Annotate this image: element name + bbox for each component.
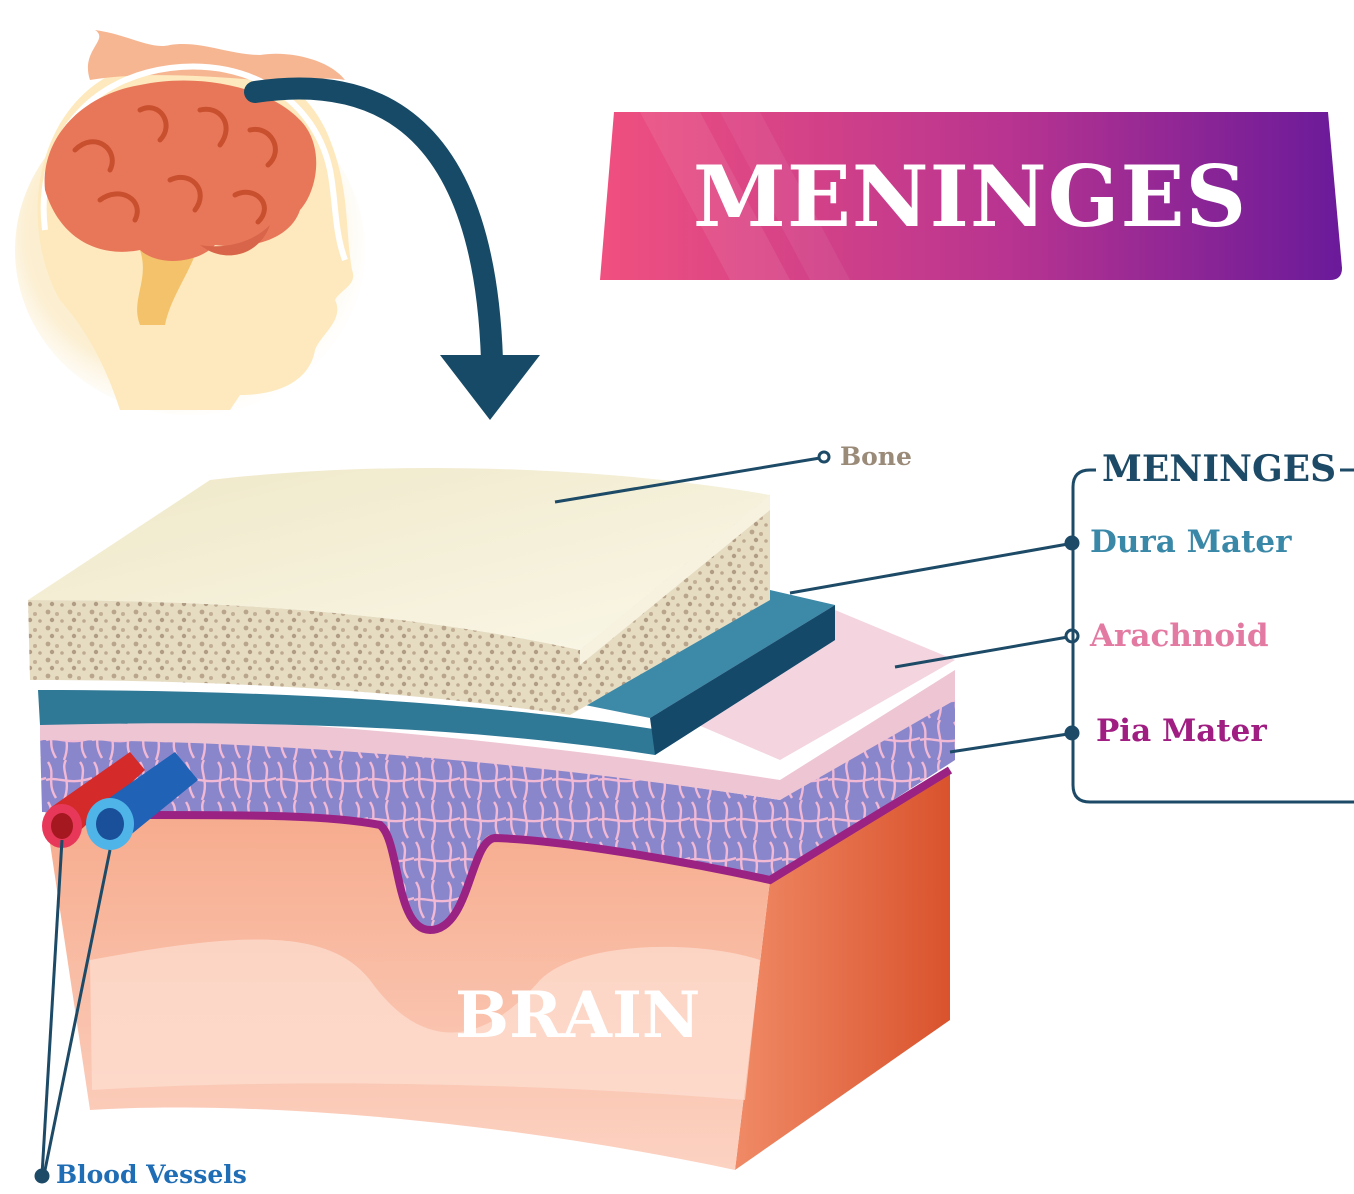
page-title: MENINGES	[600, 112, 1340, 280]
pia-mater-label: Pia Mater	[1096, 713, 1267, 749]
bone-label: Bone	[840, 442, 912, 471]
meninges-group-label: MENINGES	[1102, 448, 1336, 490]
brain-label: BRAIN	[455, 978, 700, 1053]
arachnoid-label: Arachnoid	[1090, 618, 1269, 654]
dura-mater-label: Dura Mater	[1090, 524, 1291, 560]
layered-block	[28, 468, 955, 1170]
blood-vessels-label: Blood Vessels	[56, 1160, 247, 1189]
